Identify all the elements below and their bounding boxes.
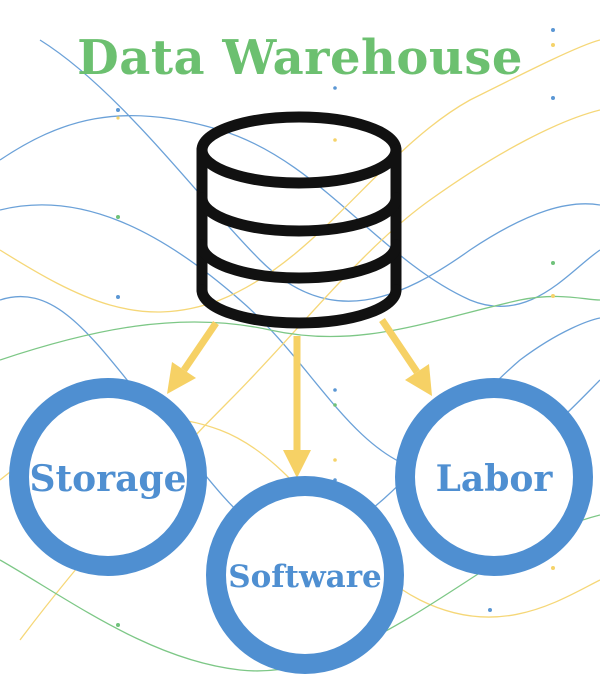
- software-label: Software: [228, 559, 382, 595]
- node-labor: Labor: [395, 378, 593, 576]
- storage-label: Storage: [29, 458, 186, 500]
- arrow-to-storage: [167, 321, 219, 394]
- database-icon: [196, 111, 402, 329]
- node-storage: Storage: [9, 378, 207, 576]
- labor-ring: [395, 378, 593, 576]
- arrow-to-labor: [379, 318, 432, 396]
- storage-ring: [9, 378, 207, 576]
- node-software: Software: [206, 476, 404, 674]
- arrows: [167, 318, 432, 478]
- background-dots: [116, 28, 555, 627]
- labor-label: Labor: [436, 458, 554, 500]
- diagram-title: Data Warehouse: [77, 30, 523, 86]
- arrow-to-software: [283, 336, 311, 478]
- software-ring: [206, 476, 404, 674]
